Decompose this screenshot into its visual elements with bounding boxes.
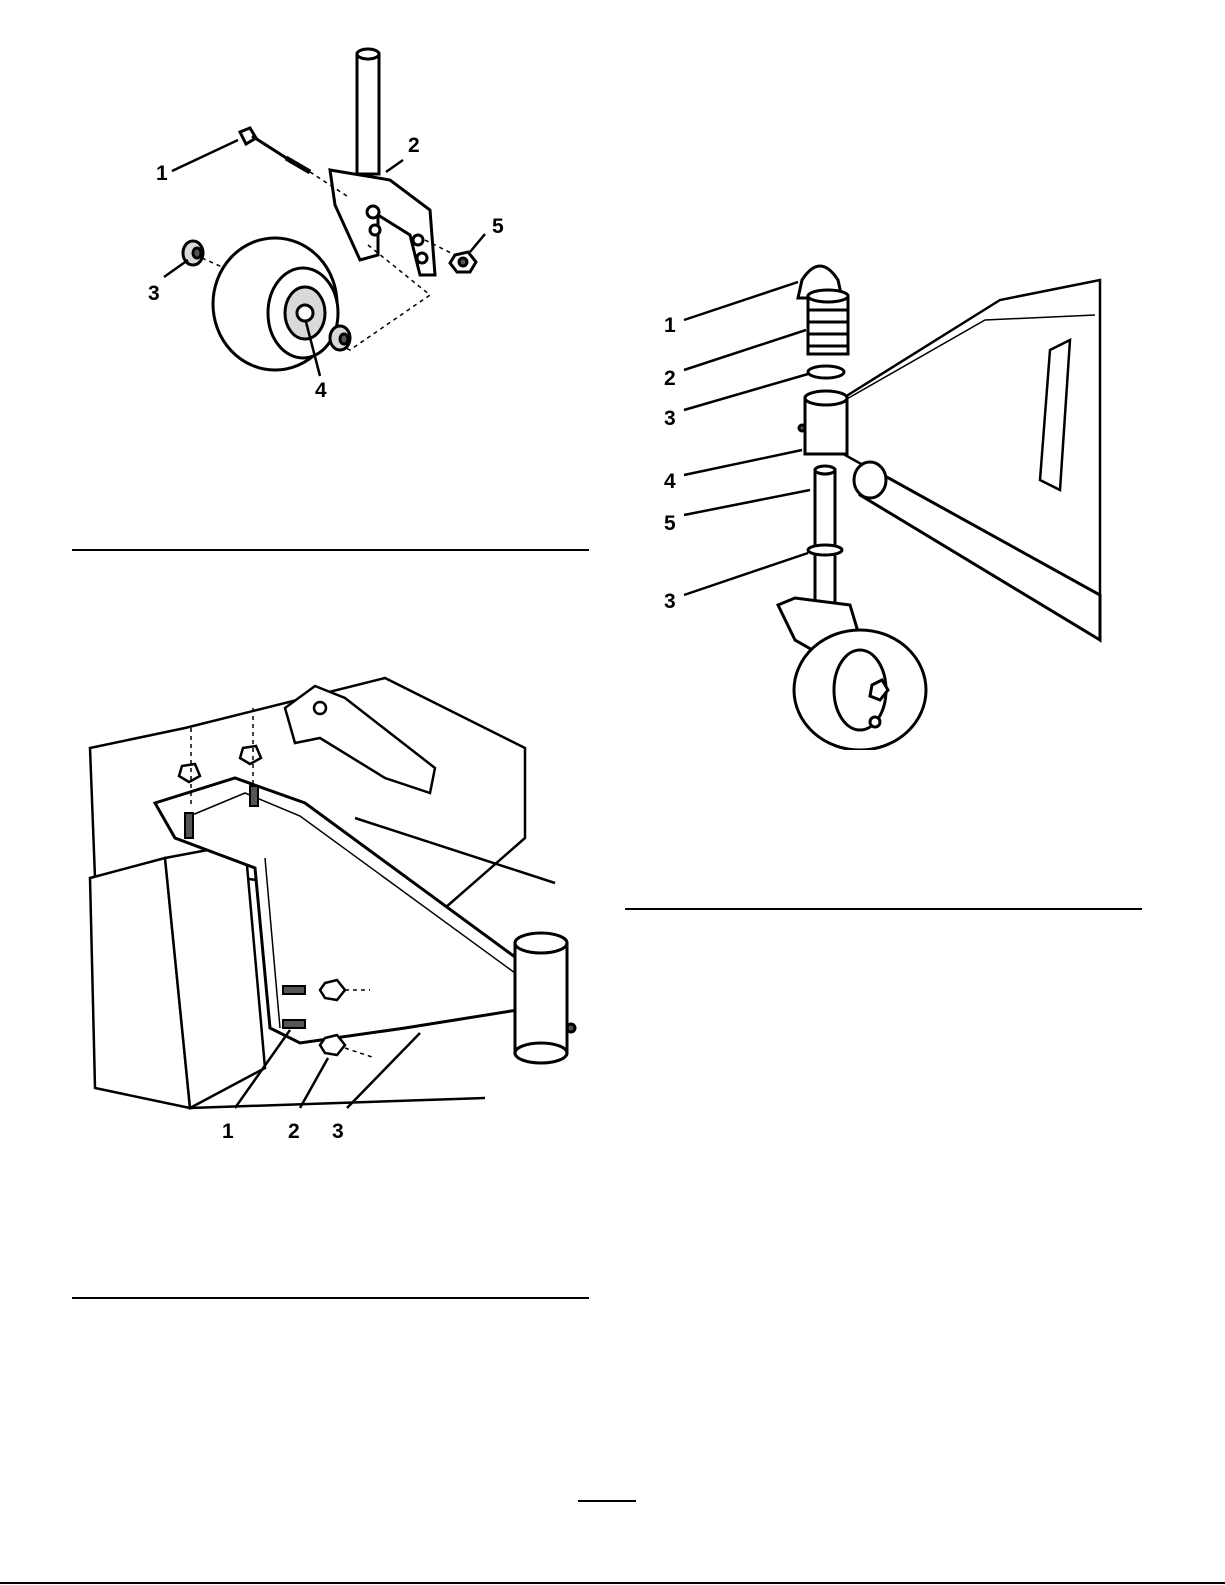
washer-top <box>808 366 844 378</box>
figure-caster-wheel: 1 2 3 4 5 <box>120 40 560 420</box>
section-divider-right <box>625 908 1142 910</box>
callout-1: 1 <box>664 314 676 337</box>
fork-stem <box>357 49 379 174</box>
leader-lines <box>684 282 810 595</box>
callout-5: 5 <box>664 512 676 535</box>
callout-1: 1 <box>156 162 168 185</box>
callout-3: 3 <box>332 1120 344 1143</box>
figure-caster-assembly: 1 2 3 4 5 3 <box>650 260 1110 750</box>
spacer-right <box>330 326 350 350</box>
callout-1: 1 <box>222 1120 234 1143</box>
page-bottom-rule <box>0 1582 1225 1584</box>
caster-wheel-illustration: 1 2 3 4 5 <box>120 40 560 420</box>
callout-4: 4 <box>315 379 327 402</box>
figure-caster-arm: 1 2 3 <box>85 668 595 1158</box>
fork-bracket <box>330 170 435 275</box>
section-divider-left-top <box>72 549 589 551</box>
callout-2: 2 <box>664 367 676 390</box>
wheel <box>213 238 338 370</box>
callout-3-lower: 3 <box>664 590 676 613</box>
pivot-tube <box>799 391 847 454</box>
axle-bolt <box>240 128 310 172</box>
pivot-tube <box>515 933 575 1063</box>
callout-2: 2 <box>408 134 420 157</box>
callout-2: 2 <box>288 1120 300 1143</box>
lock-nut <box>450 252 476 272</box>
callout-4: 4 <box>664 470 676 493</box>
spring-stack <box>808 290 848 354</box>
callout-3: 3 <box>664 407 676 430</box>
callout-3: 3 <box>148 282 160 305</box>
caster-wheel <box>794 630 926 750</box>
section-divider-left-bottom <box>72 1297 589 1299</box>
caster-assembly-illustration: 1 2 3 4 5 3 <box>650 260 1110 750</box>
washer-bottom <box>808 545 842 555</box>
caster-arm-illustration: 1 2 3 <box>85 668 595 1158</box>
page-number-underline <box>578 1500 636 1502</box>
spindle <box>808 466 842 610</box>
callout-5: 5 <box>492 215 504 238</box>
